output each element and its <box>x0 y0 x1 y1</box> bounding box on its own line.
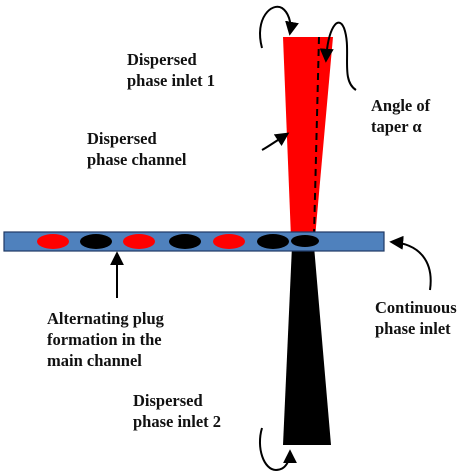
continuous-arrow <box>389 235 432 291</box>
label-taper-line2: taper α <box>371 117 422 136</box>
label-dispersed-inlet-2: Dispersed phase inlet 2 <box>133 390 221 432</box>
plug-red <box>37 234 69 249</box>
plug-red <box>123 234 155 249</box>
label-channel-line1: Dispersed <box>87 129 157 148</box>
inlet2-arrow <box>258 427 297 472</box>
plug-black <box>257 234 289 249</box>
label-inlet1-line2: phase inlet 1 <box>127 71 216 90</box>
label-dispersed-inlet-1: Dispersed phase inlet 1 <box>127 49 215 91</box>
plug-black <box>80 234 112 249</box>
label-continuous-line2: phase inlet <box>375 319 451 338</box>
label-inlet2-line2: phase inlet 2 <box>133 412 222 431</box>
plug-red <box>213 234 245 249</box>
label-alternating-plug: Alternating plug formation in the main c… <box>47 308 164 371</box>
label-continuous-line1: Continuous <box>375 298 457 317</box>
red-tapered-channel <box>283 37 333 238</box>
label-plugs-line1: Alternating plug <box>47 309 164 328</box>
channel-arrow <box>261 132 290 151</box>
taper-arrow <box>319 21 357 91</box>
plug-black <box>169 234 201 249</box>
label-channel-line2: phase channel <box>87 150 187 169</box>
black-tapered-channel <box>283 246 331 445</box>
label-plugs-line2: formation in the <box>47 330 162 349</box>
label-inlet2-line1: Dispersed <box>133 391 203 410</box>
label-dispersed-phase-channel: Dispersed phase channel <box>87 128 186 170</box>
label-plugs-line3: main channel <box>47 351 142 370</box>
junction-droplet <box>291 235 319 247</box>
taper-dashed-line <box>313 36 320 237</box>
plug-group <box>37 234 289 249</box>
label-angle-of-taper: Angle of taper α <box>371 95 430 137</box>
label-inlet1-line1: Dispersed <box>127 50 197 69</box>
label-taper-line1: Angle of <box>371 96 431 115</box>
inlet1-arrow <box>259 5 299 49</box>
label-continuous-phase-inlet: Continuous phase inlet <box>375 297 457 339</box>
